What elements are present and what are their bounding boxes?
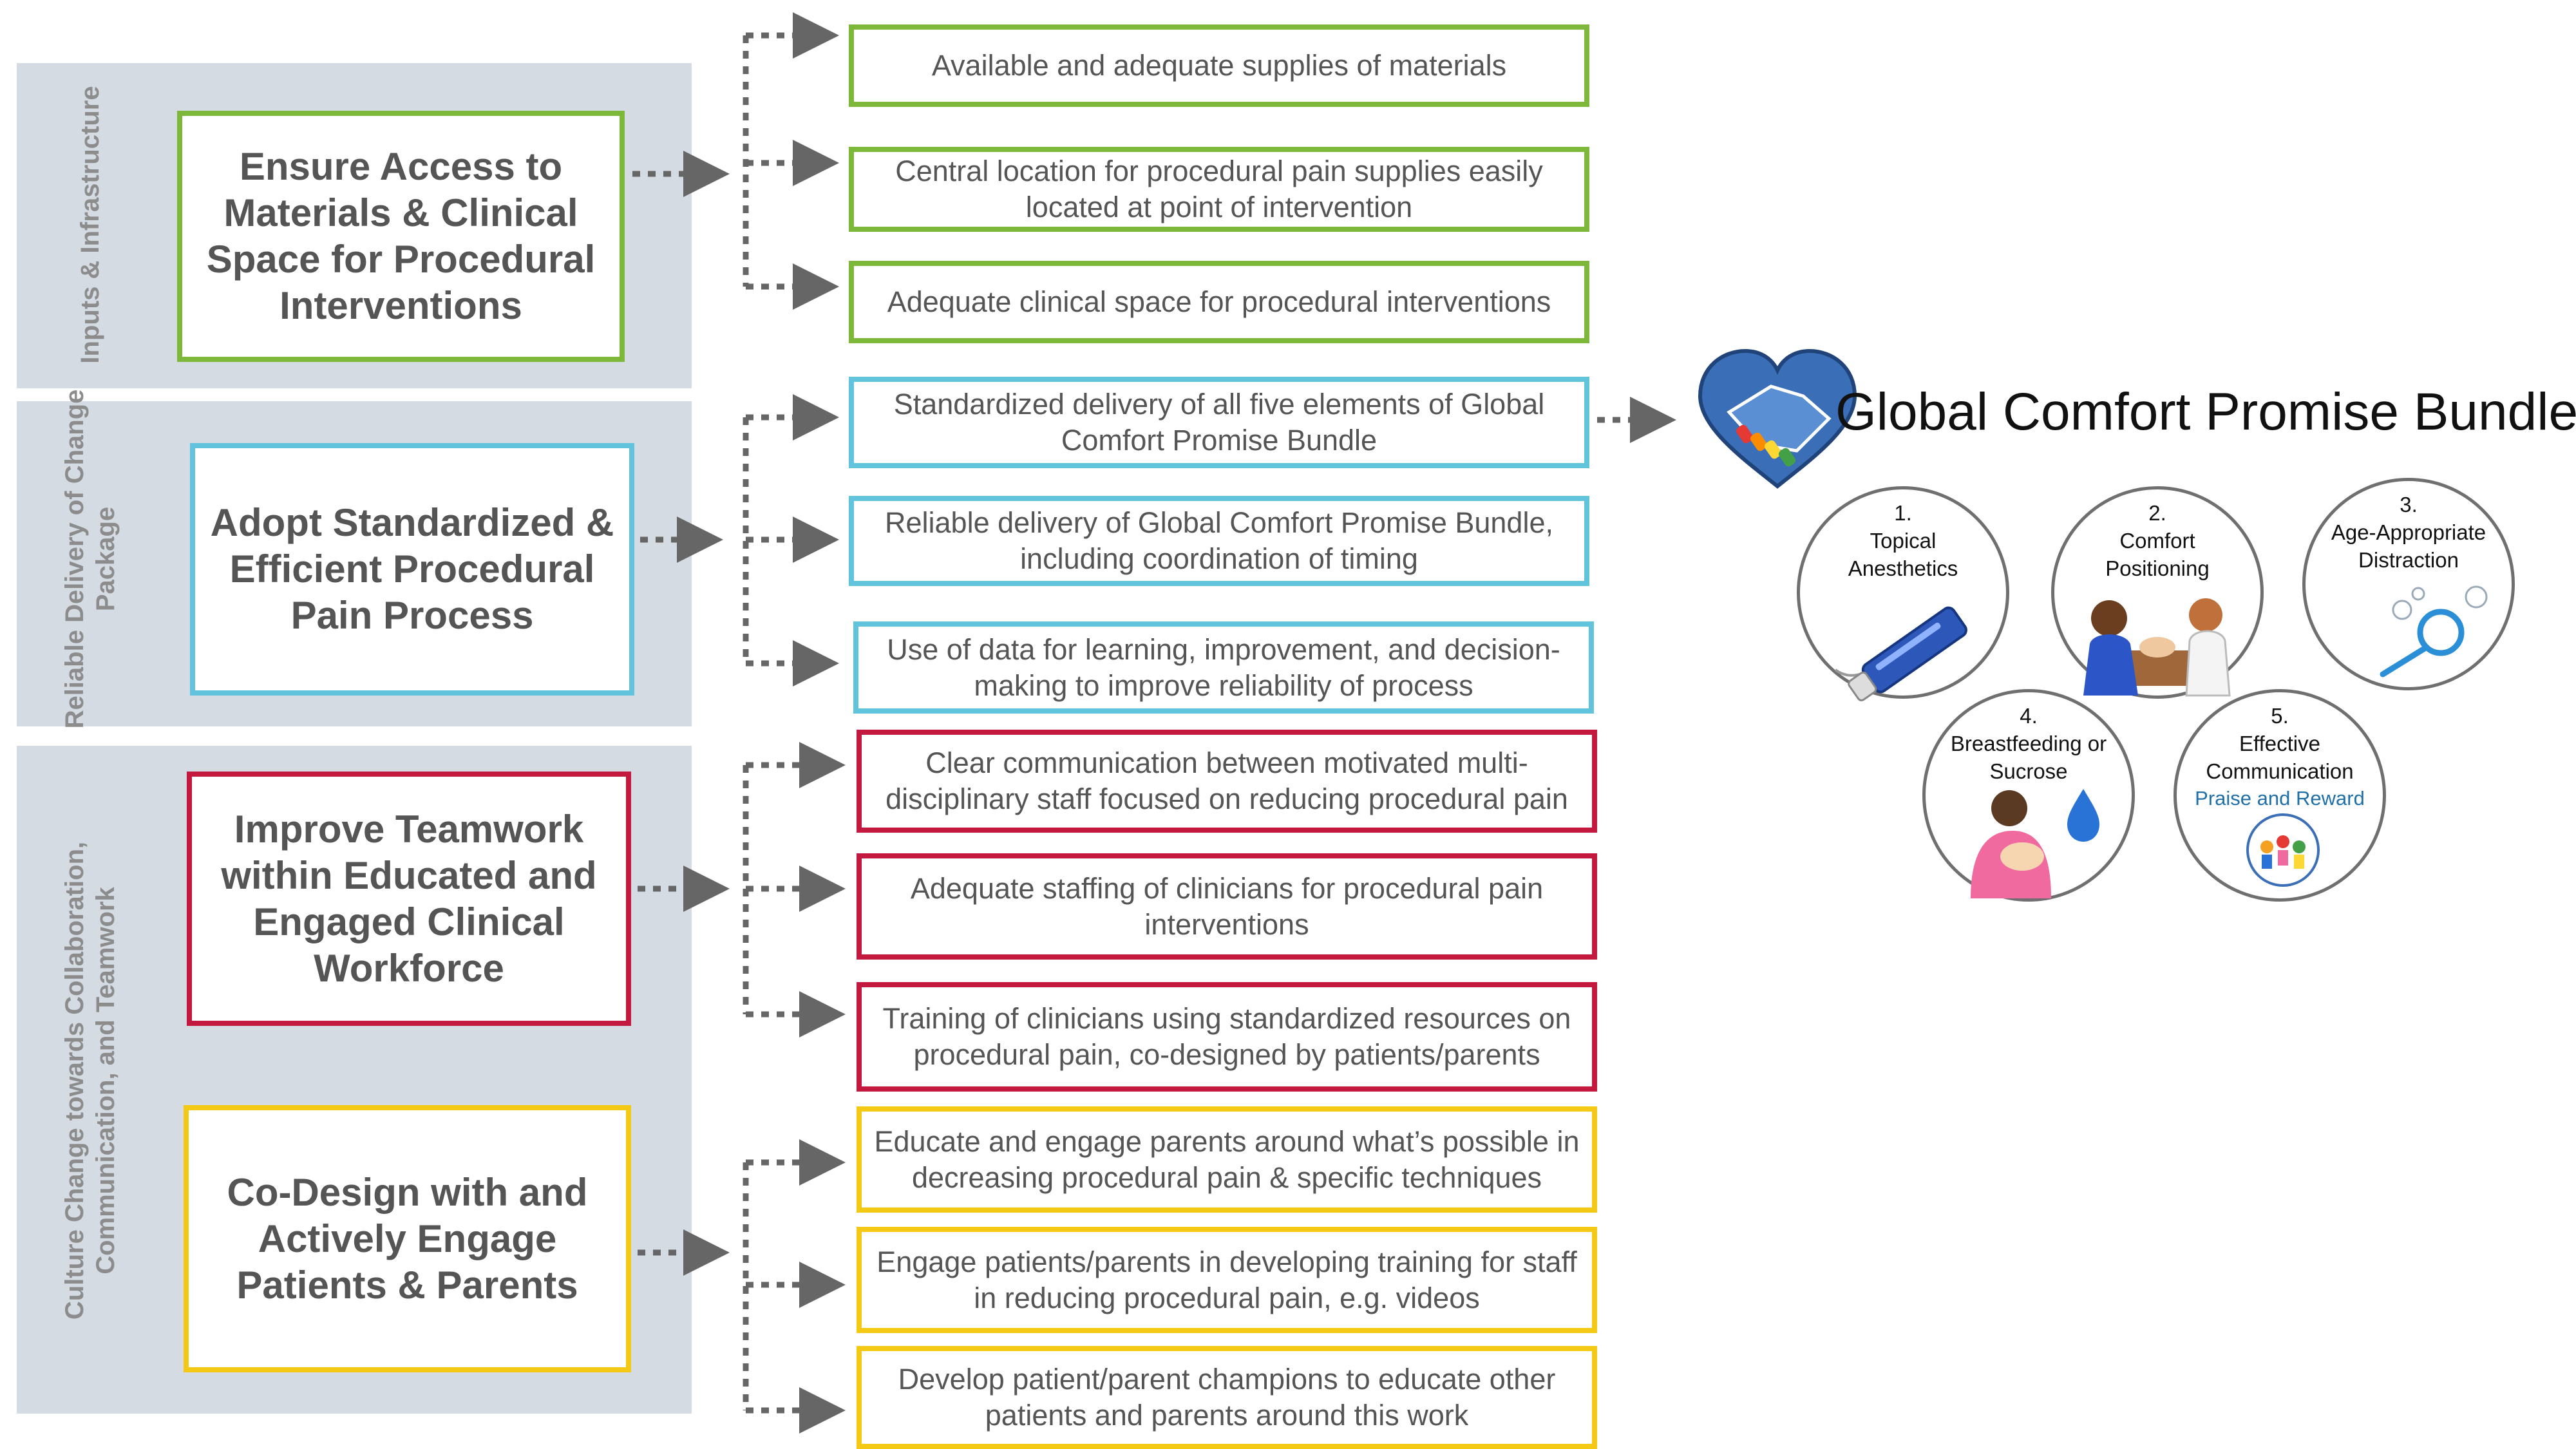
bundle-element-label: 3. Age-Appropriate Distraction xyxy=(2331,493,2486,572)
bundle-element-breastfeeding-sucrose: 4. Breastfeeding or Sucrose xyxy=(1922,689,2135,902)
secondary-driver-box: Adequate staffing of clinicians for proc… xyxy=(857,853,1597,960)
secondary-driver-box: Educate and engage parents around what’s… xyxy=(857,1106,1597,1213)
secondary-driver-box: Use of data for learning, improvement, a… xyxy=(853,621,1594,714)
bundle-element-label: 2. Comfort Positioning xyxy=(2105,501,2210,580)
bundle-element-comfort-positioning: 2. Comfort Positioning xyxy=(2051,486,2264,699)
driver-text: Improve Teamwork within Educated and Eng… xyxy=(221,807,597,990)
secondary-driver-box: Engage patients/parents in developing tr… xyxy=(857,1227,1597,1333)
secondary-driver-text: Clear communication between motivated mu… xyxy=(886,746,1568,815)
secondary-driver-text: Develop patient/parent champions to educ… xyxy=(898,1363,1556,1432)
secondary-driver-box: Standardized delivery of all five elemen… xyxy=(849,377,1589,468)
bundle-element-topical-anesthetics: 1. Topical Anesthetics xyxy=(1797,486,2009,701)
secondary-driver-box: Develop patient/parent champions to educ… xyxy=(857,1346,1597,1449)
secondary-driver-text: Adequate staffing of clinicians for proc… xyxy=(910,871,1544,941)
secondary-driver-text: Standardized delivery of all five elemen… xyxy=(893,388,1545,457)
secondary-driver-text: Training of clinicians using standardize… xyxy=(882,1002,1571,1071)
secondary-driver-text: Educate and engage parents around what’s… xyxy=(874,1124,1580,1194)
bubble-wand-icon xyxy=(2380,585,2488,677)
secondary-driver-text: Central location for procedural pain sup… xyxy=(895,155,1543,223)
secondary-driver-box: Available and adequate supplies of mater… xyxy=(849,24,1589,107)
secondary-driver-text: Adequate clinical space for procedural i… xyxy=(887,285,1551,318)
secondary-driver-box: Adequate clinical space for procedural i… xyxy=(849,261,1589,343)
bundle-element-label: 5. Effective Communication xyxy=(2206,704,2354,783)
driver-materials-space: Ensure Access to Materials & Clinical Sp… xyxy=(177,111,625,362)
driver-teamwork: Improve Teamwork within Educated and Eng… xyxy=(187,772,631,1026)
bundle-title: Global Comfort Promise Bundle xyxy=(1835,383,2576,441)
bundle-element-age-appropriate-distraction: 3. Age-Appropriate Distraction xyxy=(2302,478,2515,690)
secondary-driver-box: Reliable delivery of Global Comfort Prom… xyxy=(849,496,1589,586)
bundle-element-effective-communication: 5. Effective Communication Praise and Re… xyxy=(2174,689,2386,902)
secondary-driver-text: Available and adequate supplies of mater… xyxy=(931,49,1507,82)
secondary-driver-text: Engage patients/parents in developing tr… xyxy=(876,1245,1577,1314)
driver-standardized-process: Adopt Standardized & Efficient Procedura… xyxy=(190,443,634,696)
cream-tube-icon xyxy=(1834,606,1967,701)
driver-text: Co-Design with and Actively Engage Patie… xyxy=(227,1170,588,1307)
driver-text: Ensure Access to Materials & Clinical Sp… xyxy=(206,145,596,327)
secondary-driver-box: Central location for procedural pain sup… xyxy=(849,147,1589,232)
driver-text: Adopt Standardized & Efficient Procedura… xyxy=(210,501,614,637)
secondary-driver-text: Reliable delivery of Global Comfort Prom… xyxy=(885,506,1553,575)
bundle-element-label: 1. Topical Anesthetics xyxy=(1848,501,1958,580)
bundle-element-sublabel: Praise and Reward xyxy=(2195,787,2365,810)
reward-badge-icon xyxy=(2246,813,2320,887)
secondary-driver-box: Clear communication between motivated mu… xyxy=(857,730,1597,833)
bundle-element-label: 4. Breastfeeding or Sucrose xyxy=(1950,704,2107,783)
parent-holding-child-icon xyxy=(2083,598,2231,697)
breastfeeding-sucrose-icon xyxy=(1971,789,2099,898)
driver-codesign: Co-Design with and Actively Engage Patie… xyxy=(184,1105,631,1372)
secondary-driver-box: Training of clinicians using standardize… xyxy=(857,982,1597,1092)
secondary-driver-text: Use of data for learning, improvement, a… xyxy=(887,632,1560,702)
